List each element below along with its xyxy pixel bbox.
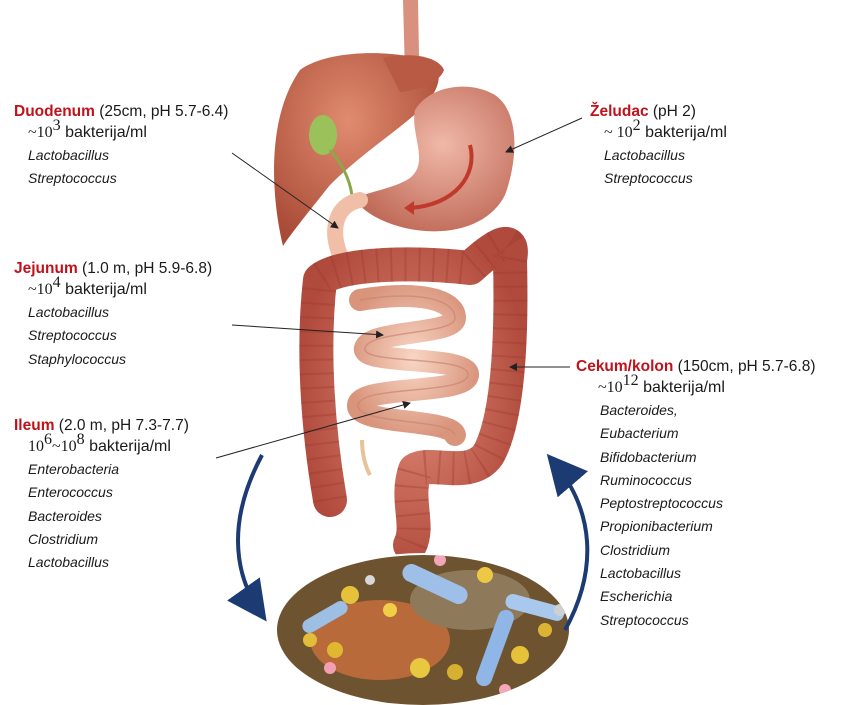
zeludac-details: (pH 2) — [653, 103, 696, 120]
duodenum-details: (25cm, pH 5.7-6.4) — [99, 103, 228, 120]
duodenum-heading: Duodenum (25cm, pH 5.7-6.4) — [14, 102, 228, 122]
organism: Streptococcus — [604, 167, 727, 190]
organism: Staphylococcus — [28, 348, 212, 371]
organism: Clostridium — [600, 539, 815, 562]
count-low-exponent: 6 — [44, 431, 52, 448]
zeludac-pointer — [506, 118, 582, 152]
cekum-heading: Cekum/kolon (150cm, pH 5.7-6.8) — [576, 357, 815, 377]
count-exponent: 12 — [623, 372, 639, 389]
organism: Enterococcus — [28, 481, 189, 504]
zeludac-label: Želudac (pH 2) ~ 102 bakterija/ml Lactob… — [590, 102, 727, 191]
organism: Streptococcus — [28, 167, 228, 190]
organism: Eubacterium — [600, 422, 815, 445]
small-intestine-illustration — [358, 296, 468, 435]
organism: Ruminococcus — [600, 469, 815, 492]
organism: Lactobacillus — [604, 144, 727, 167]
approx-sign: ~ — [604, 124, 617, 141]
organism: Lactobacillus — [28, 144, 228, 167]
cekum-count: ~1012 bakterija/ml — [598, 377, 815, 399]
organism: Lactobacillus — [600, 562, 815, 585]
count-high-base: 10 — [61, 438, 77, 455]
jejunum-label: Jejunum (1.0 m, pH 5.9-6.8) ~104 bakteri… — [14, 259, 212, 371]
jejunum-details: (1.0 m, pH 5.9-6.8) — [82, 260, 212, 277]
approx-sign: ~ — [28, 281, 37, 298]
count-base: 10 — [617, 124, 633, 141]
approx-sign: ~ — [52, 438, 61, 455]
organism: Clostridium — [28, 528, 189, 551]
ileum-heading: Ileum (2.0 m, pH 7.3-7.7) — [14, 416, 189, 436]
ileum-label: Ileum (2.0 m, pH 7.3-7.7) 106~108 bakter… — [14, 416, 189, 574]
organism: Lactobacillus — [28, 551, 189, 574]
jejunum-name: Jejunum — [14, 260, 78, 277]
cycle-arrow-left — [238, 455, 262, 615]
count-unit: bakterija/ml — [645, 124, 727, 141]
count-unit: bakterija/ml — [65, 124, 147, 141]
organism: Escherichia — [600, 585, 815, 608]
cekum-label: Cekum/kolon (150cm, pH 5.7-6.8) ~1012 ba… — [576, 357, 815, 632]
zeludac-heading: Želudac (pH 2) — [590, 102, 727, 122]
count-base: 10 — [37, 124, 53, 141]
bacteria-micrograph — [270, 550, 580, 705]
approx-sign: ~ — [28, 124, 37, 141]
cekum-details: (150cm, pH 5.7-6.8) — [678, 358, 816, 375]
organism: Peptostreptococcus — [600, 492, 815, 515]
ileum-count: 106~108 bakterija/ml — [28, 436, 189, 458]
count-exponent: 4 — [53, 274, 61, 291]
organism: Streptococcus — [28, 324, 212, 347]
count-unit: bakterija/ml — [65, 281, 147, 298]
count-unit: bakterija/ml — [89, 438, 171, 455]
count-unit: bakterija/ml — [643, 379, 725, 396]
jejunum-count: ~104 bakterija/ml — [28, 279, 212, 301]
count-base: 10 — [37, 281, 53, 298]
organism: Streptococcus — [600, 609, 815, 632]
count-base: 10 — [607, 379, 623, 396]
organism: Propionibacterium — [600, 515, 815, 538]
duodenum-label: Duodenum (25cm, pH 5.7-6.4) ~103 bakteri… — [14, 102, 228, 191]
count-exponent: 3 — [53, 117, 61, 134]
count-exponent: 2 — [633, 117, 641, 134]
count-high-exponent: 8 — [77, 431, 85, 448]
organism: Lactobacillus — [28, 301, 212, 324]
duodenum-count: ~103 bakterija/ml — [28, 122, 228, 144]
organism: Bacteroides, — [600, 399, 815, 422]
zeludac-count: ~ 102 bakterija/ml — [604, 122, 727, 144]
organism: Bacteroides — [28, 505, 189, 528]
organism: Bifidobacterium — [600, 446, 815, 469]
count-low-base: 10 — [28, 438, 44, 455]
organism: Enterobacteria — [28, 458, 189, 481]
jejunum-heading: Jejunum (1.0 m, pH 5.9-6.8) — [14, 259, 212, 279]
approx-sign: ~ — [598, 379, 607, 396]
